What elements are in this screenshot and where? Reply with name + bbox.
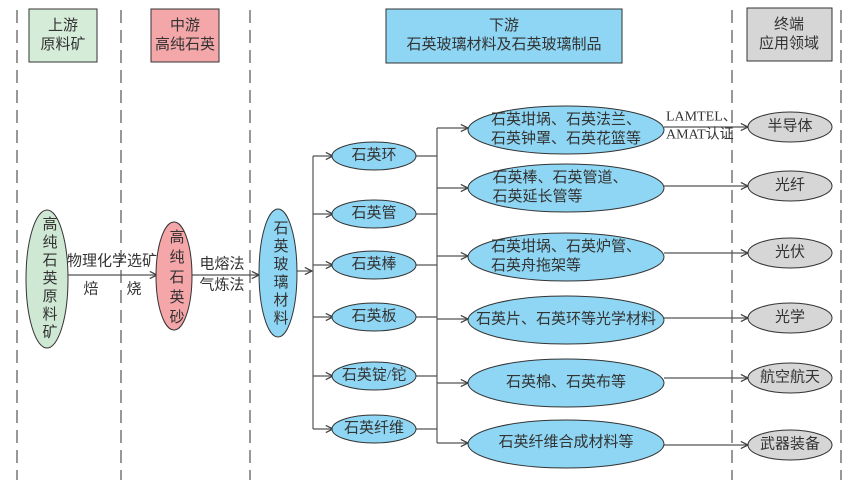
intermediate-label: 石英棒 bbox=[351, 256, 397, 273]
intermediate-node bbox=[331, 199, 417, 229]
raw-material-node bbox=[25, 209, 69, 349]
stage-subtitle: 原料矿 bbox=[40, 37, 86, 53]
label-line: 石英坩埚、石英法兰、 bbox=[490, 112, 642, 128]
final-product-node bbox=[467, 295, 665, 345]
intermediate-label: 石英纤维 bbox=[343, 420, 405, 437]
intermediate-node bbox=[331, 250, 417, 280]
label-line: 石英坩埚、石英炉管、 bbox=[490, 239, 642, 255]
application-label: 光伏 bbox=[774, 244, 806, 261]
stage-title: 终端 bbox=[773, 17, 805, 33]
label-line: 石英钟罩、石英花篮等 bbox=[490, 131, 642, 147]
final-product-node bbox=[467, 358, 665, 408]
application-node bbox=[747, 170, 833, 202]
final-product-node bbox=[467, 105, 665, 155]
final-product-node bbox=[467, 163, 665, 213]
application-node bbox=[747, 237, 833, 269]
intermediate-label: 石英管 bbox=[351, 205, 397, 222]
final-product-label: 石英坩埚、石英法兰、 石英钟罩、石英花篮等 bbox=[491, 111, 641, 149]
label-line: 石英舟拖架等 bbox=[490, 258, 582, 274]
final-product-node bbox=[467, 232, 665, 282]
intermediate-label: 石英板 bbox=[351, 308, 397, 325]
intermediate-label: 石英锭/铊 bbox=[341, 367, 407, 384]
downstream-header-label: 下游 石英玻璃材料及石英玻璃制品 bbox=[406, 17, 601, 55]
upstream-header-label: 上游 原料矿 bbox=[40, 17, 85, 55]
stage-subtitle: 石英玻璃材料及石英玻璃制品 bbox=[406, 37, 602, 53]
final-product-label: 石英片、石英环等光学材料 bbox=[475, 311, 657, 328]
application-node bbox=[747, 429, 833, 461]
application-label: 光学 bbox=[774, 309, 806, 326]
final-product-node bbox=[467, 419, 665, 469]
hp-quartz-sand-label: 高纯石英砂 bbox=[167, 229, 184, 329]
intermediate-node bbox=[331, 361, 417, 391]
terminal-header-box bbox=[746, 7, 833, 62]
intermediate-label: 石英环 bbox=[351, 147, 397, 164]
upstream-header-box bbox=[28, 8, 98, 63]
terminal-header-label: 终端 应用领域 bbox=[759, 16, 819, 54]
final-product-label: 石英纤维合成材料等 bbox=[498, 434, 634, 451]
stage-title: 上游 bbox=[47, 18, 79, 34]
label-line: 石英延长管等 bbox=[492, 189, 583, 205]
certification-label-line2: AMAT认证 bbox=[666, 127, 734, 143]
beneficiation-label: 物理化学选矿 bbox=[66, 253, 158, 270]
gas-refining-label: 气炼法 bbox=[199, 277, 245, 294]
application-node bbox=[747, 362, 833, 394]
midstream-header-box bbox=[150, 8, 220, 63]
stage-subtitle: 高纯石英 bbox=[154, 37, 216, 53]
application-label: 半导体 bbox=[767, 118, 813, 135]
downstream-header-box bbox=[385, 8, 623, 64]
application-node bbox=[747, 302, 833, 334]
intermediate-node bbox=[331, 414, 417, 444]
raw-material-label: 高纯石英原料矿 bbox=[40, 216, 57, 342]
stage-title: 中游 bbox=[169, 18, 201, 34]
quartz-glass-material-label: 石英玻璃材料 bbox=[271, 220, 288, 328]
final-product-label: 石英坩埚、石英炉管、 石英舟拖架等 bbox=[491, 238, 641, 276]
midstream-header-label: 中游 高纯石英 bbox=[155, 17, 215, 55]
application-label: 航空航天 bbox=[759, 369, 821, 386]
application-label: 光纤 bbox=[774, 177, 806, 194]
label-line: 石英棒、石英管道、 bbox=[492, 170, 628, 186]
stage-subtitle: 应用领域 bbox=[758, 36, 820, 52]
intermediate-node bbox=[331, 302, 417, 332]
roasting-label-left: 焙 bbox=[83, 281, 99, 298]
application-node bbox=[747, 111, 833, 143]
electrofusion-label: 电熔法 bbox=[199, 256, 245, 273]
final-product-label: 石英棒、石英管道、 石英延长管等 bbox=[492, 169, 627, 207]
quartz-glass-material-node bbox=[258, 208, 298, 338]
stage-title: 下游 bbox=[488, 18, 520, 34]
final-product-label: 石英棉、石英布等 bbox=[505, 374, 627, 391]
intermediate-node bbox=[331, 141, 417, 171]
certification-label-line1: LAMTEL、 bbox=[666, 109, 737, 125]
roasting-label-right: 烧 bbox=[126, 281, 142, 298]
application-label: 武器装备 bbox=[759, 436, 821, 453]
hp-quartz-sand-node bbox=[155, 221, 193, 331]
